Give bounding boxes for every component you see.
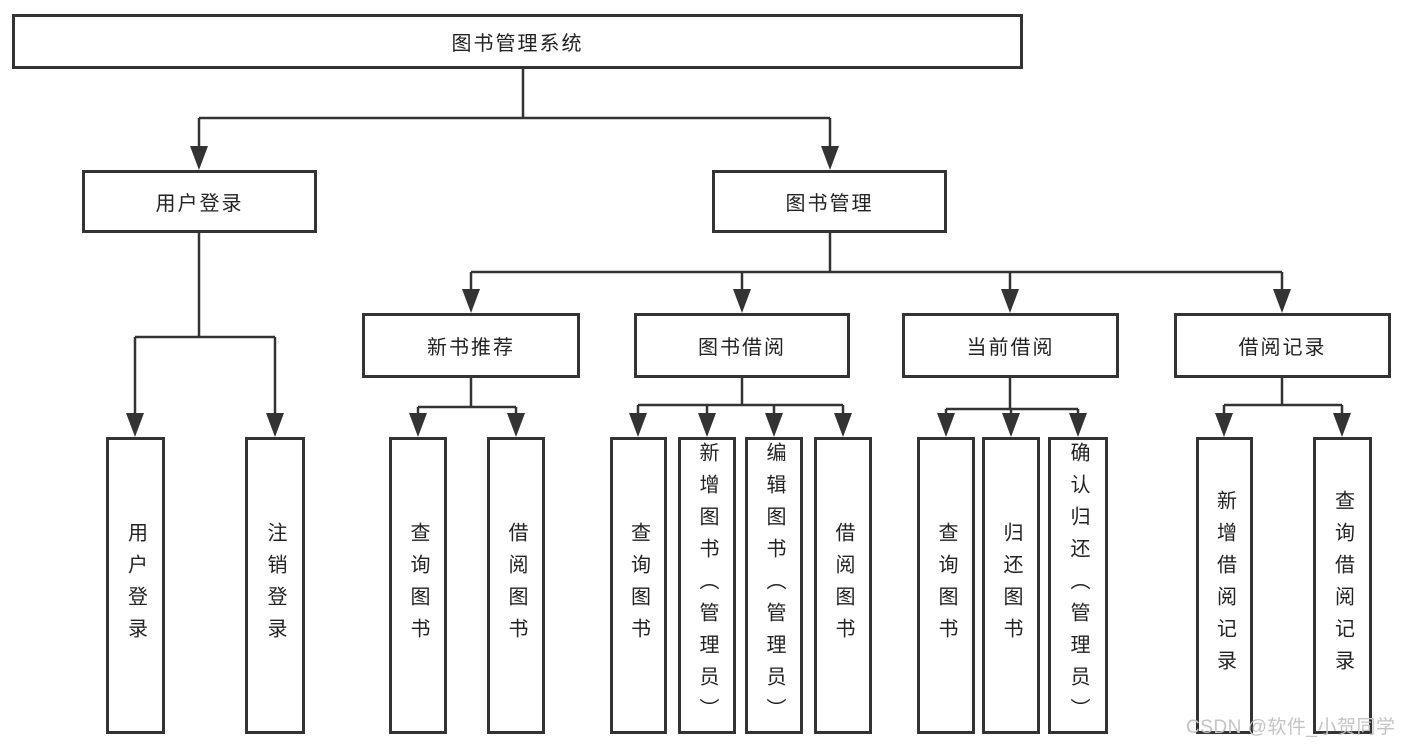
leaf-borrowing-add-book-admin-label: 新增图书（管理员） bbox=[696, 441, 718, 730]
connector-book-management-to-level3 bbox=[462, 233, 1291, 313]
node-library-management-system: 图书管理系统 bbox=[12, 14, 1023, 69]
connector-new-book-to-children bbox=[409, 378, 525, 437]
leaf-current-return-book: 归还图书 bbox=[982, 437, 1040, 734]
node-user-login: 用户登录 bbox=[82, 170, 317, 233]
leaf-current-query-book-label: 查询图书 bbox=[935, 521, 957, 650]
leaf-records-add-borrow-record: 新增借阅记录 bbox=[1196, 437, 1253, 734]
leaf-current-confirm-return-admin: 确认归还（管理员） bbox=[1048, 437, 1108, 734]
leaf-records-query-borrow-record-label: 查询借阅记录 bbox=[1331, 489, 1354, 682]
node-book-management: 图书管理 bbox=[712, 170, 947, 233]
leaf-newbook-borrow-book: 借阅图书 bbox=[487, 437, 545, 734]
leaf-borrowing-query-book-label: 查询图书 bbox=[627, 521, 650, 650]
connector-borrow-records-to-children bbox=[1215, 378, 1351, 437]
node-book-borrowing: 图书借阅 bbox=[634, 313, 850, 378]
connector-book-borrow-to-children bbox=[629, 378, 852, 437]
node-new-book-recommend: 新书推荐 bbox=[362, 313, 580, 378]
connector-current-borrow-to-children bbox=[937, 378, 1087, 437]
leaf-current-confirm-return-admin-label: 确认归还（管理员） bbox=[1067, 441, 1089, 730]
leaf-logout: 注销登录 bbox=[245, 437, 305, 734]
connector-root-to-level2 bbox=[190, 69, 839, 170]
leaf-records-add-borrow-record-label: 新增借阅记录 bbox=[1213, 489, 1236, 682]
leaf-borrowing-add-book-admin: 新增图书（管理员） bbox=[678, 437, 736, 734]
leaf-logout-label: 注销登录 bbox=[264, 521, 286, 650]
leaf-newbook-borrow-book-label: 借阅图书 bbox=[505, 521, 527, 650]
csdn-watermark: CSDN @软件_小贺同学 bbox=[1186, 717, 1396, 738]
leaf-borrowing-query-book: 查询图书 bbox=[610, 437, 667, 734]
leaf-records-query-borrow-record: 查询借阅记录 bbox=[1313, 437, 1372, 734]
leaf-current-return-book-label: 归还图书 bbox=[1000, 521, 1022, 650]
leaf-user-login-label: 用户登录 bbox=[124, 521, 147, 650]
leaf-borrowing-edit-book-admin-label: 编辑图书（管理员） bbox=[763, 441, 785, 730]
leaf-newbook-query-book-label: 查询图书 bbox=[407, 521, 429, 650]
leaf-newbook-query-book: 查询图书 bbox=[389, 437, 447, 734]
node-borrow-records: 借阅记录 bbox=[1174, 313, 1391, 378]
node-current-borrowing: 当前借阅 bbox=[902, 313, 1119, 378]
leaf-borrowing-borrow-book-label: 借阅图书 bbox=[832, 521, 854, 650]
leaf-current-query-book: 查询图书 bbox=[917, 437, 975, 734]
connector-user-login-to-children bbox=[126, 233, 284, 437]
leaf-borrowing-borrow-book: 借阅图书 bbox=[814, 437, 872, 734]
leaf-user-login: 用户登录 bbox=[106, 437, 165, 734]
leaf-borrowing-edit-book-admin: 编辑图书（管理员） bbox=[745, 437, 803, 734]
